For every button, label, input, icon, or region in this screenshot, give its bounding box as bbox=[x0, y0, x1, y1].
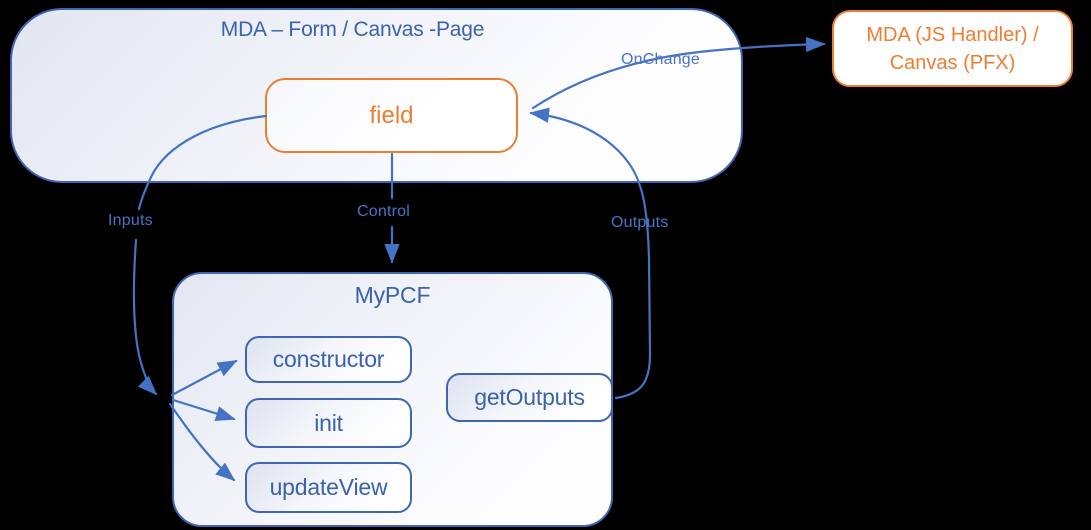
field-node: field bbox=[265, 78, 518, 153]
handler-node-label-line2: Canvas (PFX) bbox=[889, 51, 1016, 74]
inputs-connector-label: Inputs bbox=[108, 212, 153, 229]
mda-container-title: MDA – Form / Canvas -Page bbox=[220, 18, 485, 41]
handler-node: MDA (JS Handler) / Canvas (PFX) bbox=[832, 10, 1073, 87]
method-node-updateview: updateView bbox=[245, 462, 412, 513]
constructor-label: constructor bbox=[272, 346, 385, 372]
updateview-label: updateView bbox=[269, 474, 388, 500]
method-node-constructor: constructor bbox=[245, 336, 412, 383]
mypcf-container-title: MyPCF bbox=[354, 282, 431, 308]
onchange-connector-label: OnChange bbox=[621, 51, 700, 68]
field-node-label: field bbox=[369, 101, 414, 129]
outputs-connector-label: Outputs bbox=[611, 214, 669, 231]
getoutputs-label: getOutputs bbox=[474, 384, 585, 410]
control-connector-label: Control bbox=[357, 203, 410, 220]
handler-node-label-line1: MDA (JS Handler) / bbox=[866, 23, 1039, 46]
method-node-init: init bbox=[245, 398, 412, 448]
inputs-connector-lower bbox=[132, 238, 158, 396]
method-node-getoutputs: getOutputs bbox=[446, 373, 613, 422]
init-label: init bbox=[314, 409, 343, 436]
